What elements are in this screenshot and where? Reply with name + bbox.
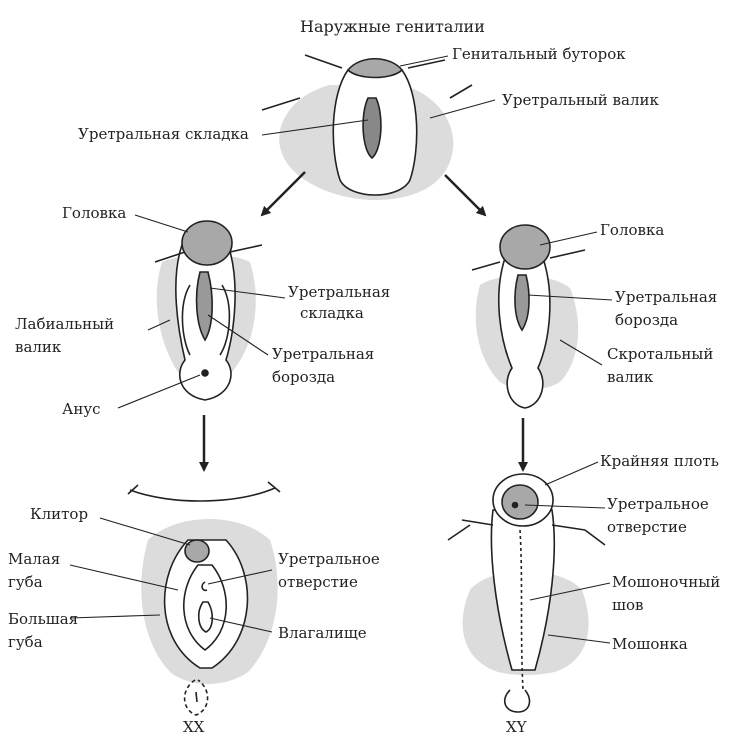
- label-scrotal-raphe-1: Мошоночный: [612, 573, 720, 592]
- label-genital-tubercle: Генитальный буторок: [452, 45, 626, 64]
- diagram-title: Наружные гениталии: [300, 17, 485, 36]
- clitoris-shape: [185, 540, 209, 562]
- label-male-urethral-opening-2: отверстие: [607, 518, 687, 537]
- label-male-glans: Головка: [600, 221, 664, 240]
- label-female-urethral-fold-2: складка: [300, 304, 364, 323]
- label-urethral-ridge: Уретральный валик: [502, 91, 659, 110]
- indifferent-stage-drawing: [262, 55, 472, 200]
- label-labia-minora-1: Малая: [8, 550, 60, 569]
- arrow-to-female-mid: [262, 172, 305, 215]
- female-mid-drawing: [155, 221, 262, 400]
- label-labial-swelling-2: валик: [15, 338, 61, 357]
- arrow-to-male-mid: [445, 175, 485, 215]
- label-scrotal-swelling-1: Скротальный: [607, 345, 713, 364]
- label-labia-majora-2: губа: [8, 633, 43, 652]
- label-female-urethral-fold-1: Уретральная: [288, 283, 390, 302]
- label-urethral-fold: Уретральная складка: [78, 125, 249, 144]
- male-bottom-drawing: [448, 474, 605, 712]
- male-glans: [502, 485, 538, 519]
- label-female-urethral-opening-2: отверстие: [278, 573, 358, 592]
- label-clitoris: Клитор: [30, 505, 88, 524]
- female-anus: [202, 370, 208, 376]
- label-male-urethral-opening-1: Уретральное: [607, 495, 709, 514]
- label-female-urethral-opening-1: Уретральное: [278, 550, 380, 569]
- label-scrotal-raphe-2: шов: [612, 596, 643, 615]
- label-vagina: Влагалище: [278, 624, 367, 643]
- label-labia-minora-2: губа: [8, 573, 43, 592]
- female-mid-glans: [182, 221, 232, 265]
- male-anus-shape: [505, 690, 530, 712]
- male-mid-drawing: [472, 225, 585, 408]
- label-foreskin: Крайняя плоть: [600, 452, 719, 471]
- label-female-urethral-groove-2: борозда: [272, 368, 335, 387]
- male-mid-glans: [500, 225, 550, 269]
- label-labia-majora-1: Большая: [8, 610, 78, 629]
- label-labial-swelling-1: Лабиальный: [15, 315, 114, 334]
- urethral-fold-slit: [363, 98, 381, 158]
- label-anus: Анус: [62, 400, 101, 419]
- label-male-urethral-groove-2: борозда: [615, 311, 678, 330]
- female-bottom-drawing: [128, 482, 280, 715]
- label-scrotal-swelling-2: валик: [607, 368, 653, 387]
- label-scrotum: Мошонка: [612, 635, 688, 654]
- caption-xy: XY: [506, 718, 527, 737]
- label-female-glans: Головка: [62, 204, 126, 223]
- label-male-urethral-groove-1: Уретральная: [615, 288, 717, 307]
- label-female-urethral-groove-1: Уретральная: [272, 345, 374, 364]
- caption-xx: XX: [183, 718, 204, 737]
- genital-tubercle: [348, 59, 402, 78]
- male-urethral-opening-shape: [513, 503, 518, 508]
- female-pubic-arc: [130, 488, 275, 501]
